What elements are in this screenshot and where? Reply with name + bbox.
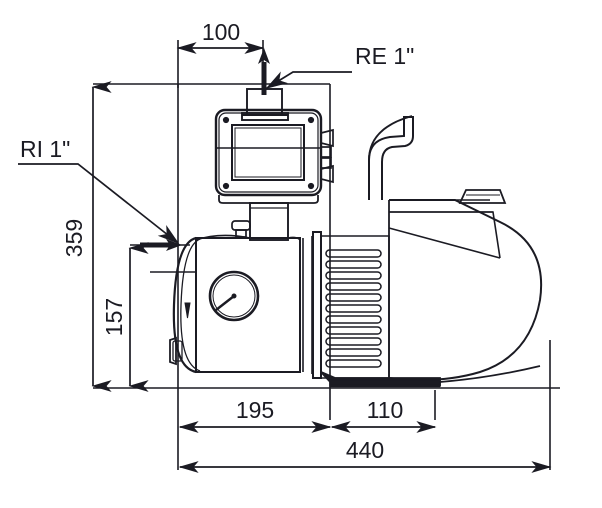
base-foot <box>320 365 541 388</box>
dimension-label-440: 440 <box>346 437 384 463</box>
label-outlet-port: RE 1" <box>355 43 414 69</box>
leader-lines <box>18 71 352 245</box>
pressure-controller-box <box>214 108 323 204</box>
dimension-lines <box>91 42 552 473</box>
dimension-label-110: 110 <box>367 397 404 423</box>
dimension-label-359: 359 <box>61 219 87 257</box>
vent-plug <box>231 220 251 238</box>
inlet-flow-arrow <box>140 239 182 251</box>
motor-vent-slots <box>325 249 382 368</box>
dimension-label-100: 100 <box>202 19 240 45</box>
dimension-label-195: 195 <box>236 397 274 423</box>
motor-housing <box>320 115 543 381</box>
pump-body <box>169 231 322 379</box>
leader-re <box>265 71 352 89</box>
leader-ri <box>18 163 180 245</box>
label-inlet-port: RI 1" <box>20 136 70 162</box>
riser-pipe <box>249 202 289 241</box>
dimension-label-157: 157 <box>101 298 127 336</box>
controller-side-connectors <box>320 128 334 184</box>
pressure-gauge <box>208 270 260 322</box>
